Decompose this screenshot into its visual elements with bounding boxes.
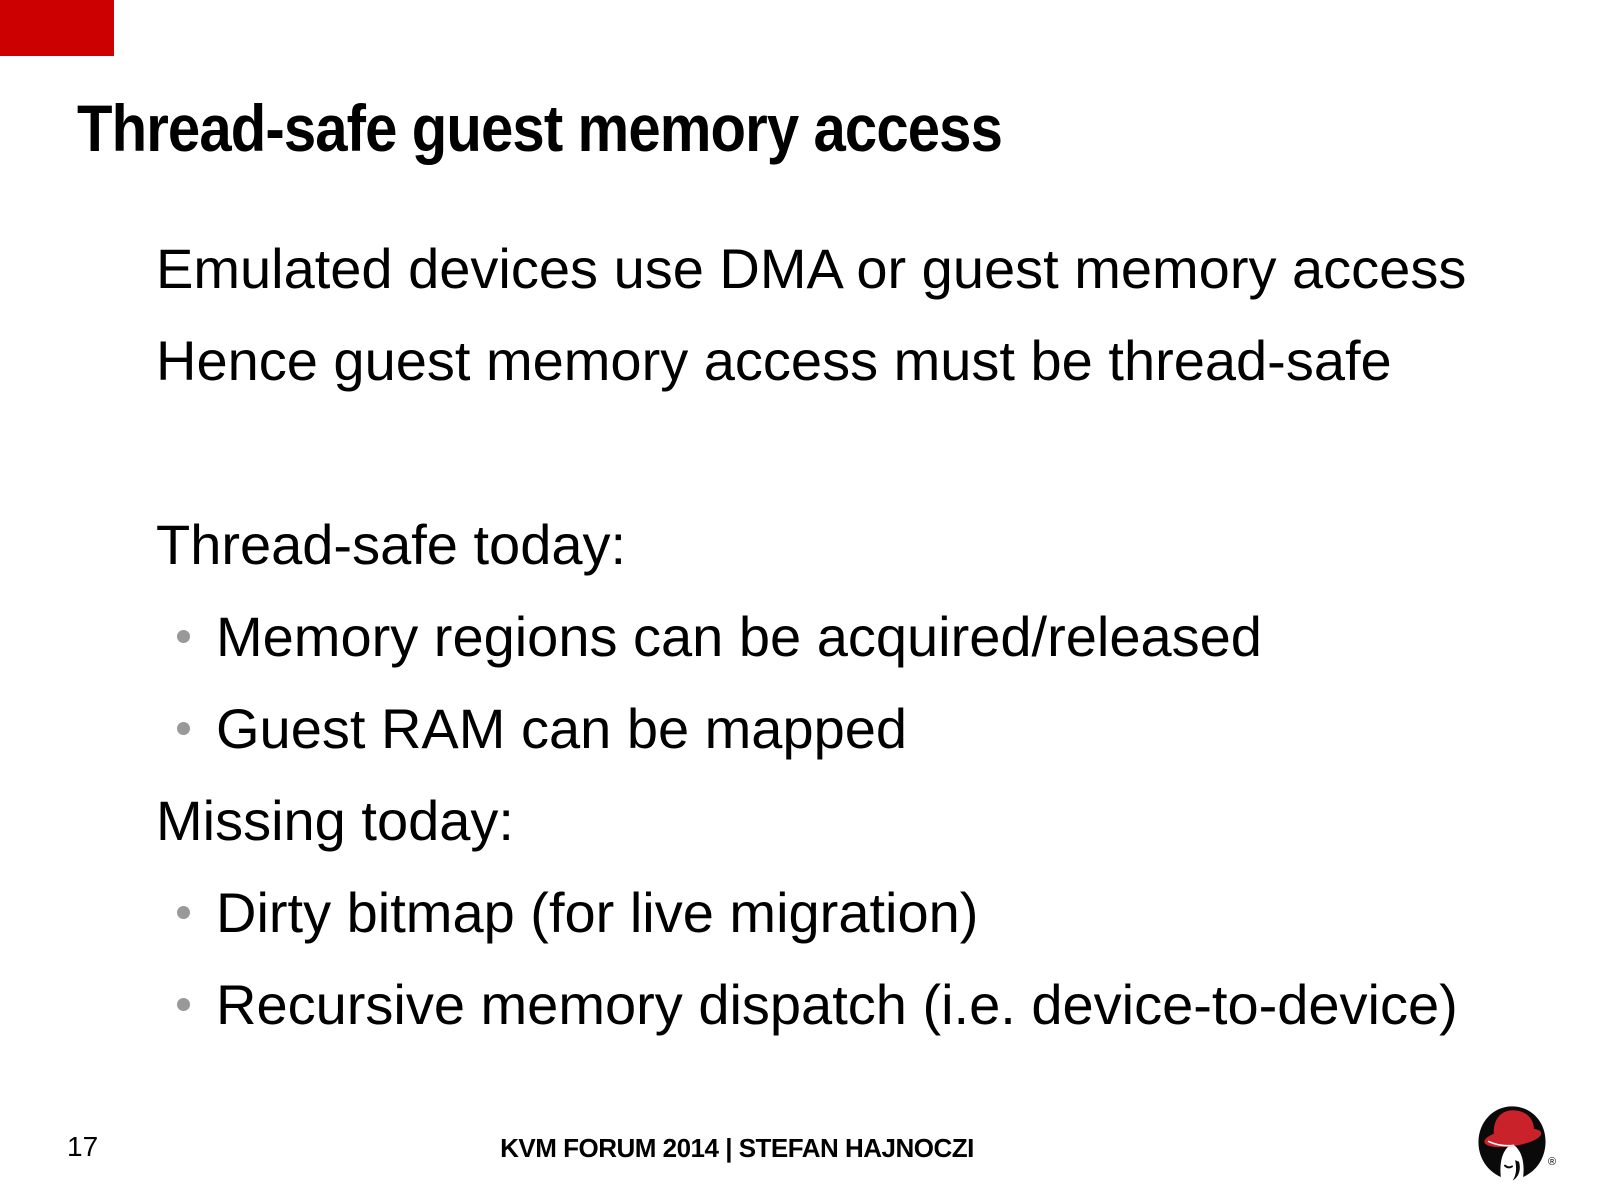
- bullet-icon: [177, 629, 190, 643]
- bullet-icon: [177, 905, 190, 919]
- page-number: 17: [67, 1131, 99, 1162]
- hat-brim-highlight: [1487, 1140, 1515, 1147]
- redhat-shadowman-logo: [1478, 1106, 1546, 1181]
- line-text: Emulated devices use DMA or guest memory…: [156, 237, 1467, 300]
- spacer-line: [156, 407, 1589, 499]
- shadowman-beard: [1512, 1160, 1520, 1181]
- footer-text: KVM FORUM 2014 | STEFAN HAJNOCZI: [500, 1133, 974, 1163]
- bullet-icon: [177, 997, 190, 1011]
- bullet-item: Guest RAM can be mapped: [156, 683, 1589, 775]
- body-line: Thread-safe today:: [156, 499, 1589, 591]
- line-text: Missing today:: [156, 789, 514, 852]
- slide-title: Thread-safe guest memory access: [77, 91, 1003, 165]
- redhat-corner-accent: [0, 0, 114, 56]
- line-text: Memory regions can be acquired/released: [216, 605, 1262, 668]
- bullet-item: Recursive memory dispatch (i.e. device-t…: [156, 959, 1589, 1051]
- bullet-icon: [177, 721, 190, 735]
- shadowman-smile: [1504, 1164, 1513, 1169]
- slide-body: Emulated devices use DMA or guest memory…: [156, 223, 1589, 1051]
- bullet-item: Memory regions can be acquired/released: [156, 591, 1589, 683]
- line-text: Dirty bitmap (for live migration): [216, 881, 979, 944]
- line-text: Recursive memory dispatch (i.e. device-t…: [216, 973, 1458, 1036]
- line-text: Guest RAM can be mapped: [216, 697, 908, 760]
- body-line: Missing today:: [156, 775, 1589, 867]
- red-hat-crown: [1493, 1110, 1534, 1143]
- bullet-item: Dirty bitmap (for live migration): [156, 867, 1589, 959]
- line-text: Thread-safe today:: [156, 513, 627, 576]
- line-text: Hence guest memory access must be thread…: [156, 329, 1392, 392]
- body-line: Emulated devices use DMA or guest memory…: [156, 223, 1589, 315]
- body-line: Hence guest memory access must be thread…: [156, 315, 1589, 407]
- registered-trademark-symbol: ®: [1548, 1156, 1557, 1168]
